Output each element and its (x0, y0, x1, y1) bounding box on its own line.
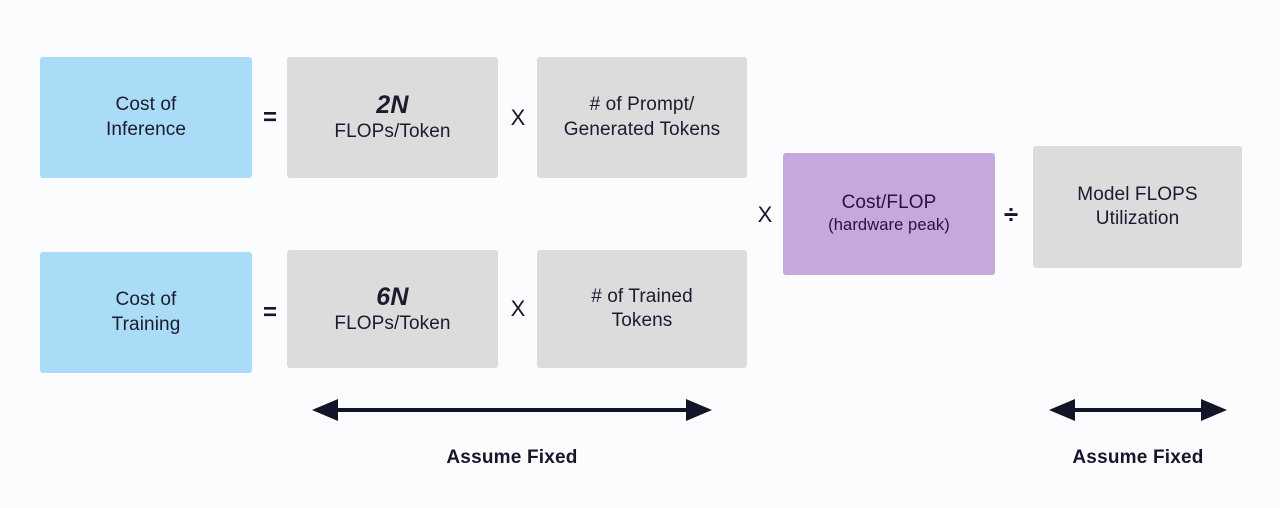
cost-of-training-label-line1: Cost of (115, 289, 177, 311)
inference-token-count-line2: Generated Tokens (563, 118, 721, 140)
inference-flops-value: 2N (376, 91, 409, 120)
divide-operator-shared: ÷ (1003, 199, 1019, 229)
cost-of-training-box: Cost of Training (40, 252, 252, 373)
mfu-line2: Utilization (1095, 208, 1180, 229)
training-flops-unit: FLOPs/Token (334, 312, 451, 334)
inference-flops-unit: FLOPs/Token (334, 121, 451, 142)
assume-fixed-left-arrow (312, 398, 712, 422)
times-operator-shared: X (757, 202, 773, 227)
assume-fixed-right-arrow (1049, 398, 1227, 422)
training-token-count-line2: Tokens (611, 310, 673, 331)
cost-of-inference-label-line1: Cost of (115, 94, 177, 116)
cost-of-inference-label-line2: Inference (105, 118, 187, 140)
cost-of-inference-box: Cost of Inference (40, 57, 252, 178)
training-token-count-box: # of Trained Tokens (537, 250, 747, 368)
mfu-line1: Model FLOPS (1077, 183, 1198, 205)
cost-of-training-label-line2: Training (111, 313, 181, 335)
training-flops-value: 6N (376, 282, 409, 311)
inference-flops-per-token-box: 2N FLOPs/Token (287, 57, 498, 178)
cost-per-flop-box: Cost/FLOP (hardware peak) (783, 153, 995, 275)
assume-fixed-right-label: Assume Fixed (1072, 447, 1204, 468)
inference-token-count-line1: # of Prompt/ (589, 94, 695, 116)
assume-fixed-left-label: Assume Fixed (446, 447, 578, 468)
cost-per-flop-line1: Cost/FLOP (841, 192, 937, 214)
training-token-count-line1: # of Trained (591, 285, 693, 307)
training-flops-per-token-box: 6N FLOPs/Token (287, 250, 498, 368)
times-operator-inference: X (510, 105, 526, 130)
inference-token-count-box: # of Prompt/ Generated Tokens (537, 57, 747, 178)
equals-operator-inference: = (262, 104, 277, 131)
equals-operator-training: = (262, 299, 277, 326)
model-flops-utilization-box: Model FLOPS Utilization (1033, 146, 1242, 268)
times-operator-training: X (510, 296, 526, 321)
cost-per-flop-line2: (hardware peak) (828, 216, 950, 235)
